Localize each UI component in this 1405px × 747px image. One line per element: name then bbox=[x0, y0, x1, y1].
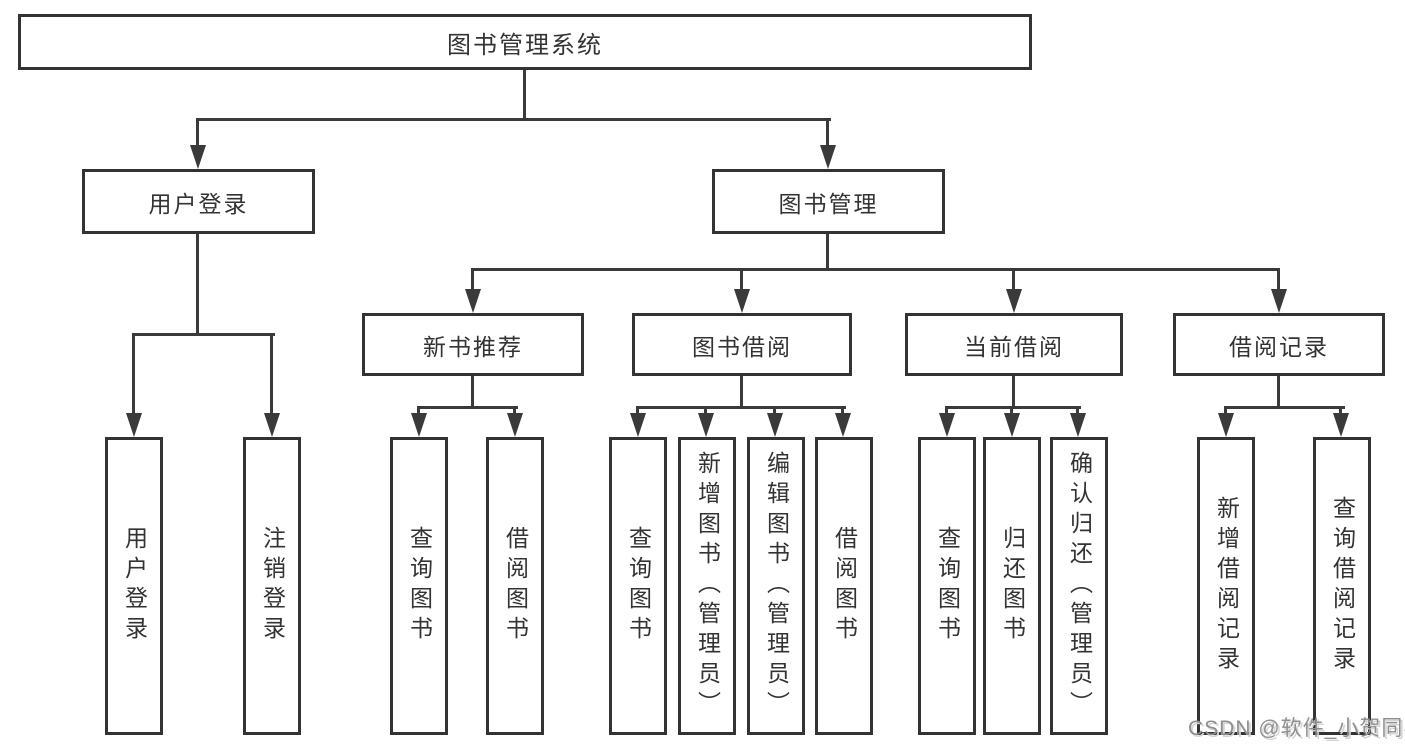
arrow-down-icon bbox=[1004, 413, 1020, 437]
connector-vline bbox=[270, 335, 273, 415]
connector-vline bbox=[945, 408, 948, 416]
connector-vline bbox=[704, 408, 707, 416]
leaf-user-login: 用户登录 bbox=[105, 437, 163, 735]
connector-vline bbox=[740, 376, 743, 408]
connector-vline bbox=[740, 270, 743, 292]
connector-vline bbox=[471, 270, 474, 292]
arrow-down-icon bbox=[465, 289, 481, 313]
leaf-user-login-label: 用户登录 bbox=[121, 526, 148, 646]
connector-vline bbox=[1012, 270, 1015, 292]
connector-hline bbox=[132, 333, 275, 336]
connector-vline bbox=[471, 376, 474, 408]
arrow-down-icon bbox=[411, 413, 427, 437]
connector-vline bbox=[513, 408, 516, 416]
arrow-down-icon bbox=[1271, 289, 1287, 313]
arrow-down-icon bbox=[1070, 413, 1086, 437]
leaf-query-books-newbooks-label: 查询图书 bbox=[406, 526, 433, 646]
connector-hline bbox=[471, 268, 1280, 271]
leaf-borrow-books-newbooks-label: 借阅图书 bbox=[502, 526, 529, 646]
leaf-borrow-books-newbooks: 借阅图书 bbox=[486, 437, 544, 735]
connector-hline bbox=[417, 406, 518, 409]
connector-hline bbox=[1224, 406, 1345, 409]
connector-vline bbox=[1012, 376, 1015, 408]
connector-vline bbox=[1339, 408, 1342, 416]
arrow-down-icon bbox=[1218, 413, 1234, 437]
node-user-login-label: 用户登录 bbox=[148, 190, 249, 217]
node-current-borrowing-label: 当前借阅 bbox=[964, 333, 1064, 360]
arrow-down-icon bbox=[698, 413, 714, 437]
connector-vline bbox=[1277, 376, 1280, 408]
leaf-query-books-borrowing: 查询图书 bbox=[609, 437, 667, 735]
leaf-edit-book-admin-label: 编辑图书（管理员） bbox=[763, 451, 790, 721]
leaf-add-book-admin: 新增图书（管理员） bbox=[678, 437, 736, 735]
leaf-query-books-current-label: 查询图书 bbox=[934, 526, 961, 646]
connector-vline bbox=[1277, 270, 1280, 292]
node-new-book-recommendation: 新书推荐 bbox=[362, 313, 584, 376]
node-book-borrowing: 图书借阅 bbox=[632, 313, 852, 376]
leaf-return-books-label: 归还图书 bbox=[999, 526, 1026, 646]
leaf-confirm-return-admin: 确认归还（管理员） bbox=[1050, 437, 1108, 735]
arrow-down-icon bbox=[126, 413, 142, 437]
leaf-query-books-borrowing-label: 查询图书 bbox=[625, 526, 652, 646]
connector-vline bbox=[841, 408, 844, 416]
connector-vline bbox=[196, 234, 199, 335]
leaf-query-borrow-record-label: 查询借阅记录 bbox=[1329, 496, 1356, 676]
leaf-logout-label: 注销登录 bbox=[259, 526, 286, 646]
arrow-down-icon bbox=[630, 413, 646, 437]
leaf-query-books-newbooks: 查询图书 bbox=[390, 437, 448, 735]
arrow-down-icon bbox=[190, 145, 206, 169]
leaf-confirm-return-admin-label: 确认归还（管理员） bbox=[1066, 451, 1093, 721]
node-book-management-label: 图书管理 bbox=[778, 190, 879, 217]
arrow-down-icon bbox=[835, 413, 851, 437]
arrow-down-icon bbox=[507, 413, 523, 437]
node-borrowing-records: 借阅记录 bbox=[1173, 313, 1385, 376]
connector-vline bbox=[417, 408, 420, 416]
arrow-down-icon bbox=[264, 413, 280, 437]
node-current-borrowing: 当前借阅 bbox=[905, 313, 1123, 376]
connector-vline bbox=[636, 408, 639, 416]
connector-vline bbox=[1010, 408, 1013, 416]
node-book-management: 图书管理 bbox=[712, 169, 945, 234]
arrow-down-icon bbox=[939, 413, 955, 437]
csdn-watermark: CSDN @软件_小贺同学 bbox=[1188, 717, 1405, 740]
connector-hline bbox=[636, 406, 846, 409]
connector-vline bbox=[826, 234, 829, 270]
leaf-borrow-books-borrowing-label: 借阅图书 bbox=[831, 526, 858, 646]
connector-vline bbox=[1076, 408, 1079, 416]
connector-vline bbox=[196, 120, 199, 150]
connector-vline bbox=[773, 408, 776, 416]
node-book-borrowing-label: 图书借阅 bbox=[692, 333, 792, 360]
node-root-label: 图书管理系统 bbox=[447, 31, 603, 59]
node-borrowing-records-label: 借阅记录 bbox=[1229, 333, 1329, 360]
node-root-library-management-system: 图书管理系统 bbox=[18, 14, 1032, 70]
arrow-down-icon bbox=[734, 289, 750, 313]
leaf-query-borrow-record: 查询借阅记录 bbox=[1313, 437, 1371, 735]
node-user-login: 用户登录 bbox=[82, 169, 315, 234]
arrow-down-icon bbox=[767, 413, 783, 437]
leaf-edit-book-admin: 编辑图书（管理员） bbox=[747, 437, 805, 735]
arrow-down-icon bbox=[1333, 413, 1349, 437]
connector-vline bbox=[826, 120, 829, 150]
leaf-borrow-books-borrowing: 借阅图书 bbox=[815, 437, 873, 735]
leaf-return-books: 归还图书 bbox=[983, 437, 1041, 735]
connector-vline bbox=[523, 70, 526, 121]
leaf-query-books-current: 查询图书 bbox=[918, 437, 976, 735]
arrow-down-icon bbox=[1006, 289, 1022, 313]
connector-vline bbox=[132, 335, 135, 415]
node-new-book-recommendation-label: 新书推荐 bbox=[423, 333, 523, 360]
arrow-down-icon bbox=[820, 145, 836, 169]
connector-hline bbox=[196, 118, 831, 121]
leaf-add-book-admin-label: 新增图书（管理员） bbox=[694, 451, 721, 721]
leaf-add-borrow-record: 新增借阅记录 bbox=[1197, 437, 1255, 735]
connector-hline bbox=[945, 406, 1081, 409]
leaf-add-borrow-record-label: 新增借阅记录 bbox=[1213, 496, 1240, 676]
leaf-logout: 注销登录 bbox=[243, 437, 301, 735]
connector-vline bbox=[1224, 408, 1227, 416]
